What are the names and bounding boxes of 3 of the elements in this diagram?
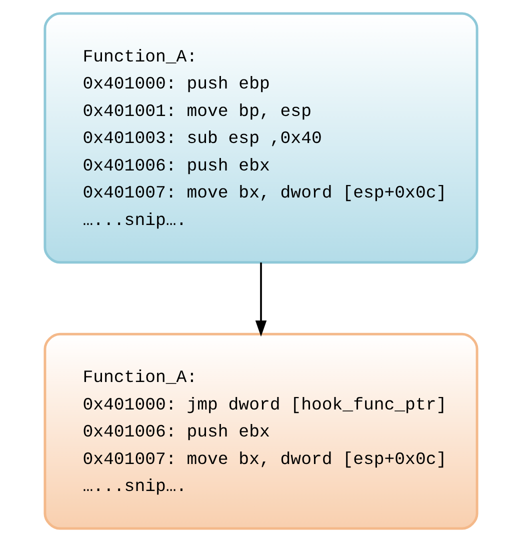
- node-box: Function_A: 0x401000: push ebp 0x401001: move bp, esp 0x401003: sub esp ,0x40 0x401006: push ebx 0x401007: move bx, dword [esp+0x0c] …...snip….: [44, 12, 478, 264]
- arrow: [255, 262, 267, 337]
- node-box: Function_A: 0x401000: jmp dword [hook_func_ptr] 0x401006: push ebx 0x401007: move bx, dword [esp+0x0c] …...snip….: [44, 332, 478, 530]
